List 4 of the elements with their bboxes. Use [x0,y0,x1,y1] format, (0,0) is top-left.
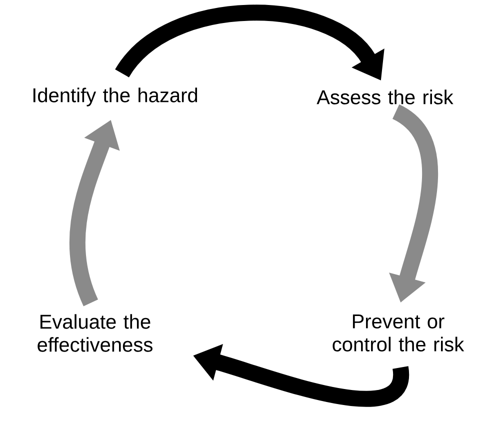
step-label: Identify the hazard [33,88,198,106]
step-label: Prevent or control the risk [332,314,464,352]
step-label: Assess the risk [316,90,454,104]
step-label: Evaluate the effectiveness [38,314,152,352]
